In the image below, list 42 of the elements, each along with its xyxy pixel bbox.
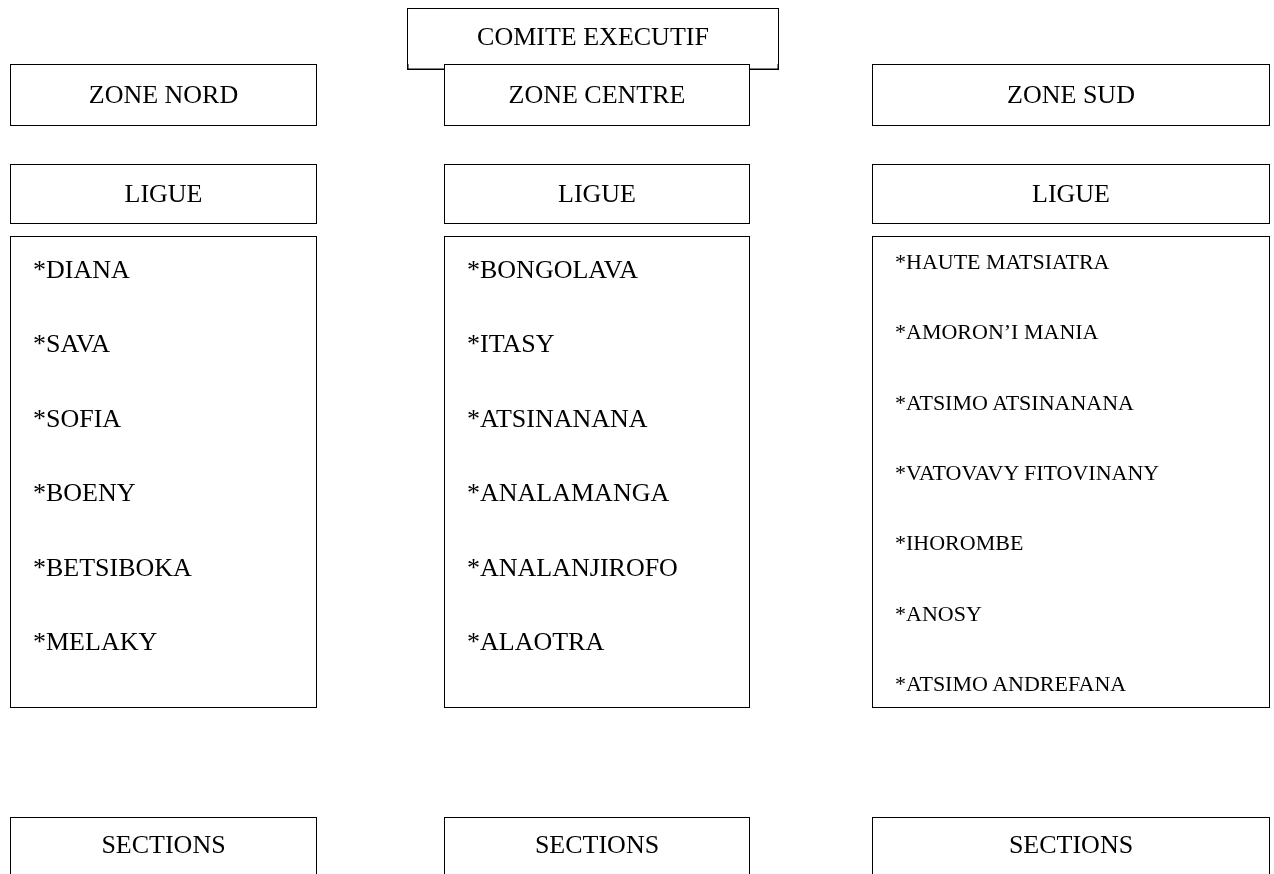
box-title: LIGUE [558,179,636,209]
list-item: *DIANA [33,255,130,285]
list-item: *HAUTE MATSIATRA [895,249,1110,275]
list-item: *VATOVAVY FITOVINANY [895,460,1160,486]
list-item: *ANALANJIROFO [467,552,678,583]
box-title: ZONE CENTRE [508,80,686,110]
list-item: *BETSIBOKA [33,552,192,583]
list-item: *SAVA [33,329,111,360]
list-item: *ITASY [467,329,555,360]
header-box [10,164,317,224]
section-box [10,817,317,874]
list-item: *ALAOTRA [467,626,605,657]
list-item: *ATSIMO ATSINANANA [895,389,1134,416]
list-item: *BOENY [33,478,136,509]
header-box [444,164,750,224]
list-item: *SOFIA [33,403,122,434]
header-box [872,164,1270,224]
list-item: *MELAKY [33,626,158,657]
list-item: *BONGOLAVA [467,255,638,285]
list-item: *ANALAMANGA [467,478,670,509]
box-title: SECTIONS [1008,830,1134,860]
box-title: LIGUE [1032,179,1110,209]
list-item: *AMORON’I MANIA [895,319,1099,346]
section-box [444,817,750,874]
header-box [10,64,317,126]
header-box [407,8,779,64]
box-title: COMITE EXECUTIF [477,21,709,52]
box-title: SECTIONS [101,830,226,860]
list-item: *ATSINANANA [467,403,648,434]
section-box [872,817,1270,874]
header-box [444,64,750,126]
list-item: *IHOROMBE [895,530,1024,557]
list-box [444,236,750,708]
list-item: *ATSIMO ANDREFANA [895,670,1127,697]
list-box [10,236,317,708]
box-title: ZONE NORD [88,80,239,110]
header-box [872,64,1270,126]
box-title: LIGUE [124,179,203,209]
box-title: SECTIONS [534,830,660,860]
box-title: ZONE SUD [1007,80,1135,110]
list-item: *ANOSY [895,600,982,627]
list-box [872,236,1270,708]
